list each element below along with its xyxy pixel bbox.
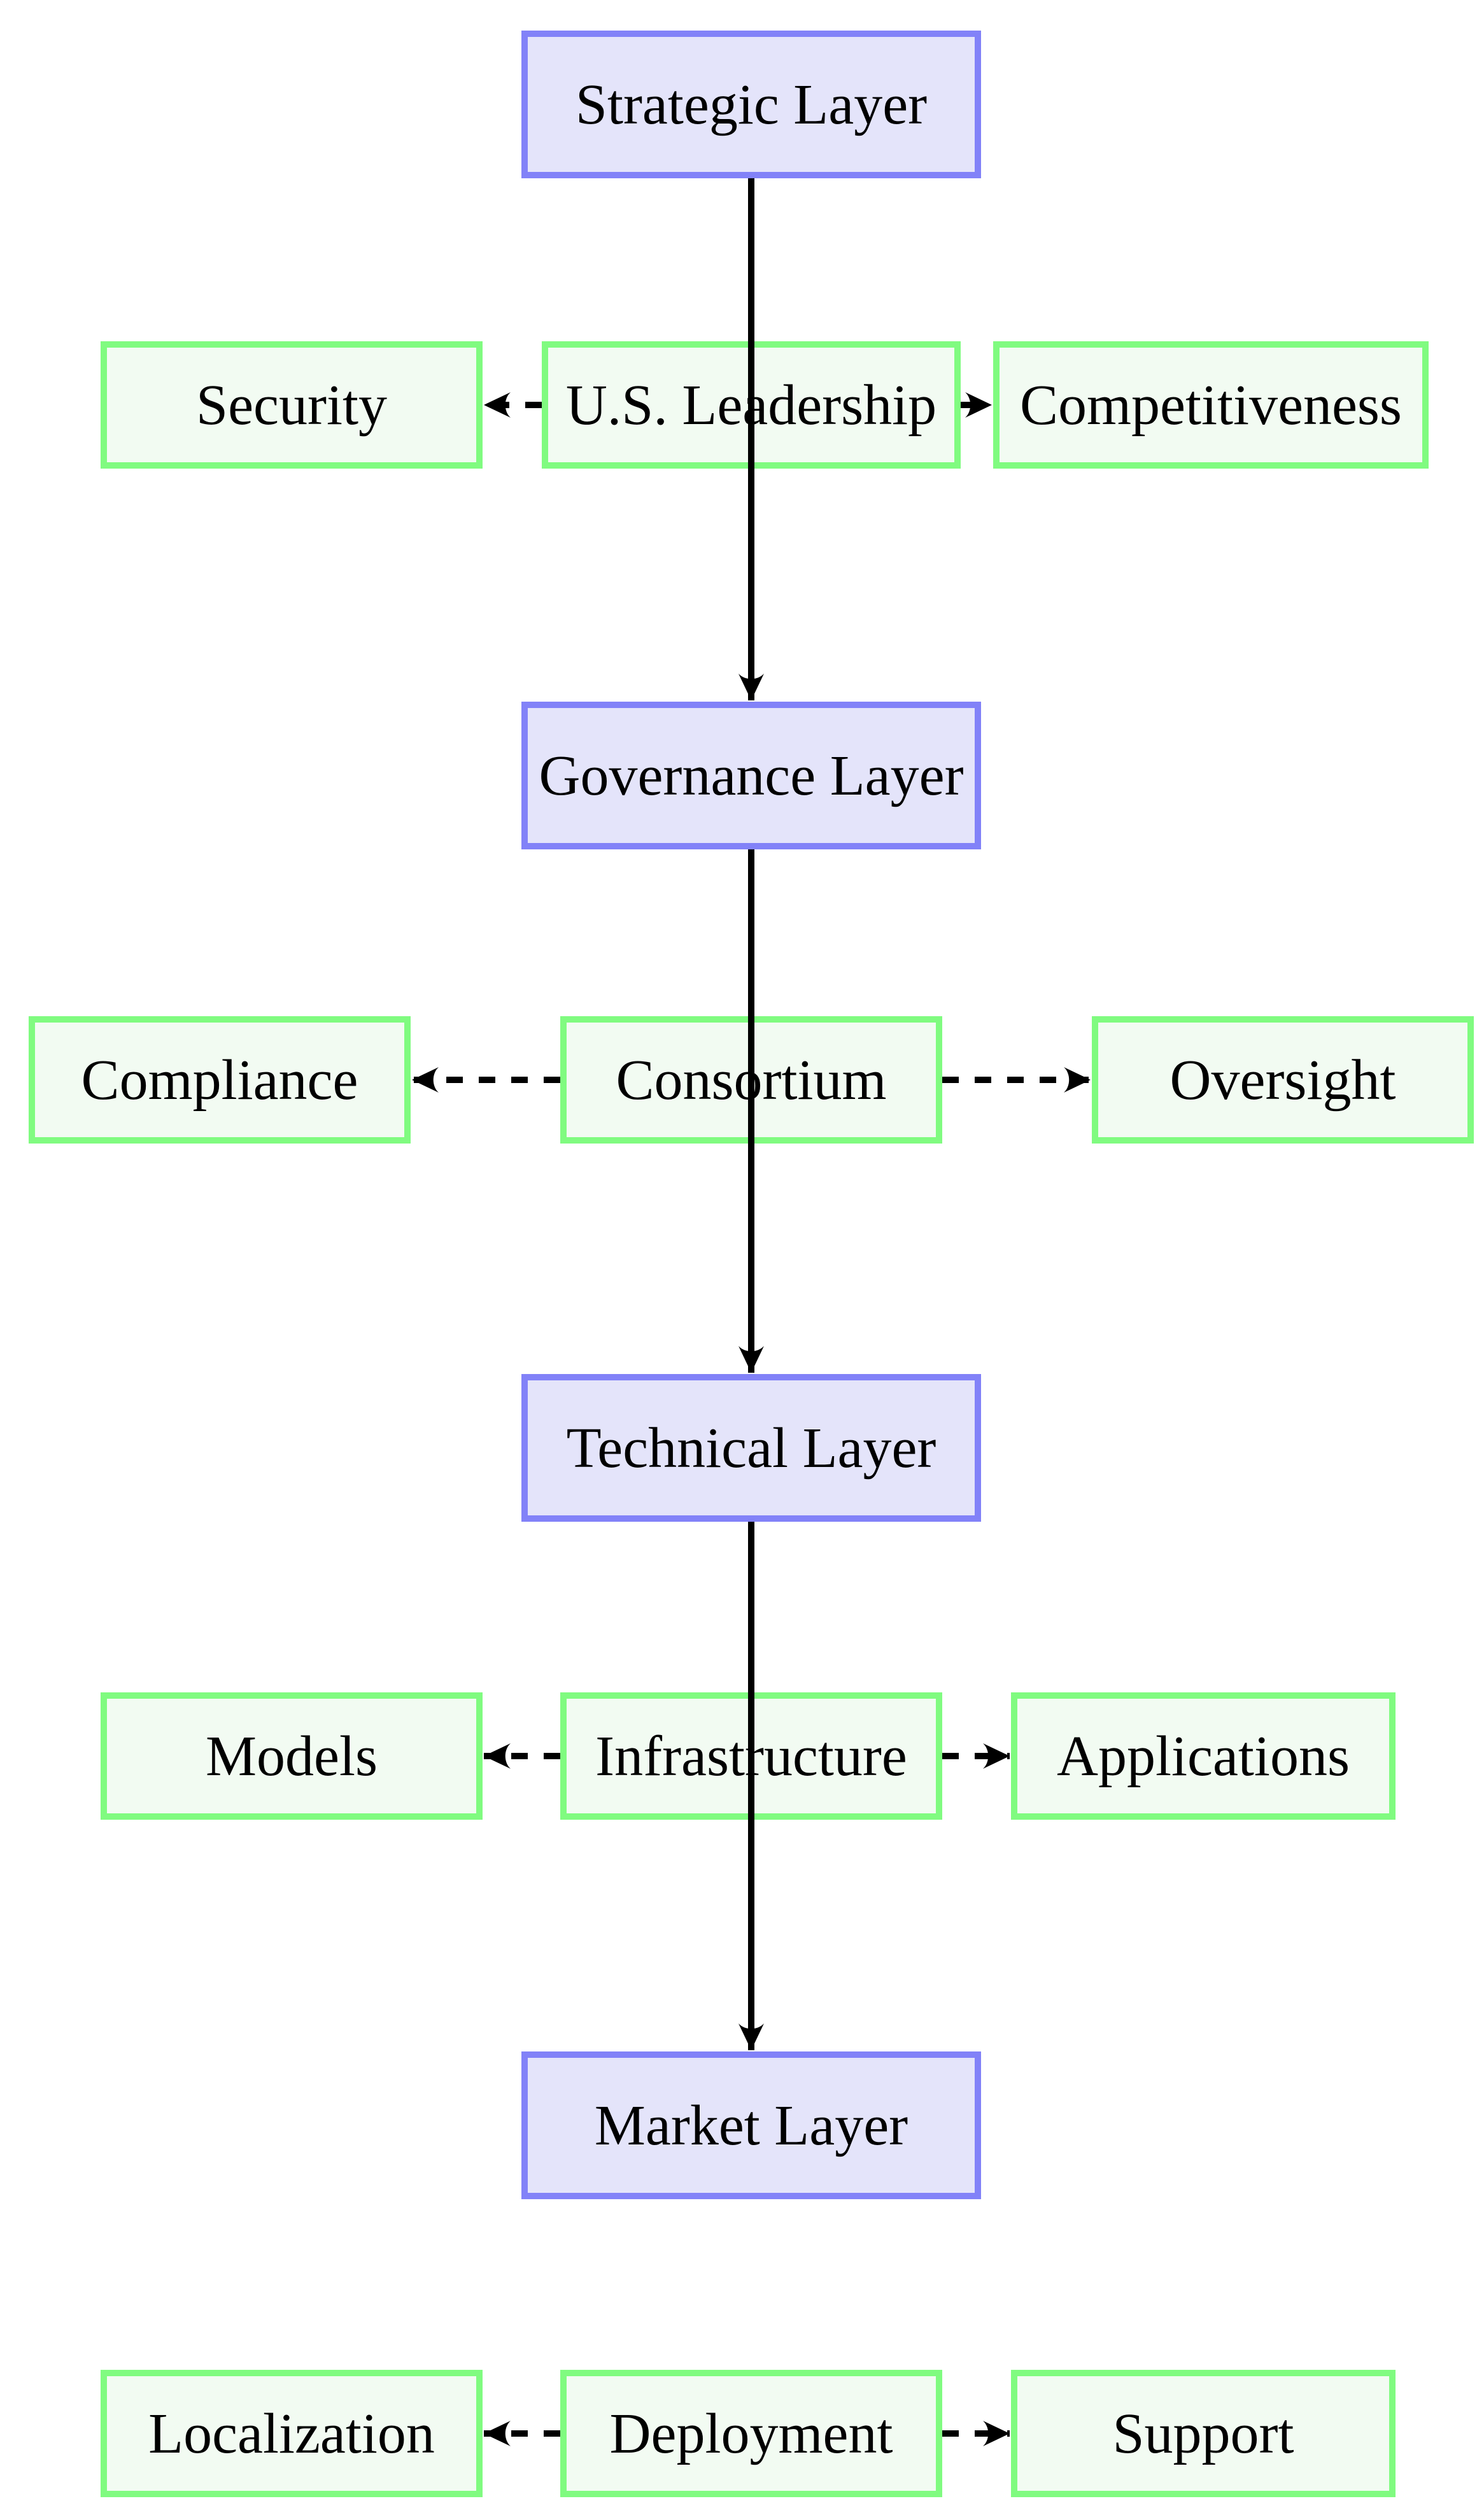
layer-box-technical: Technical Layer xyxy=(521,1374,981,1522)
node-box-models: Models xyxy=(101,1692,483,1820)
node-box-security: Security xyxy=(101,341,483,469)
node-label-consortium: Consortium xyxy=(616,1048,887,1112)
node-label-infrastructure: Infrastructure xyxy=(595,1724,907,1788)
node-box-infrastructure: Infrastructure xyxy=(560,1692,942,1820)
node-label-competitiveness: Competitiveness xyxy=(1020,373,1402,437)
node-label-oversight: Oversight xyxy=(1170,1048,1396,1112)
node-box-compliance: Compliance xyxy=(29,1016,411,1144)
node-label-support: Support xyxy=(1112,2402,1294,2465)
layer-label-governance: Governance Layer xyxy=(539,744,964,807)
node-box-oversight: Oversight xyxy=(1092,1016,1474,1144)
node-box-deployment: Deployment xyxy=(560,2370,942,2497)
node-label-localization: Localization xyxy=(148,2402,435,2465)
node-box-us-leadership: U.S. Leadership xyxy=(542,341,961,469)
layer-box-market: Market Layer xyxy=(521,2051,981,2199)
layer-label-technical: Technical Layer xyxy=(566,1416,936,1480)
node-box-competitiveness: Competitiveness xyxy=(993,341,1429,469)
node-label-compliance: Compliance xyxy=(81,1048,358,1112)
layer-box-governance: Governance Layer xyxy=(521,702,981,849)
node-label-deployment: Deployment xyxy=(609,2402,893,2465)
node-label-us-leadership: U.S. Leadership xyxy=(565,373,937,437)
node-label-models: Models xyxy=(206,1724,378,1788)
node-box-applications: Applications xyxy=(1011,1692,1396,1820)
node-label-security: Security xyxy=(196,373,387,437)
layer-label-strategic: Strategic Layer xyxy=(575,73,928,136)
node-box-consortium: Consortium xyxy=(560,1016,942,1144)
node-box-localization: Localization xyxy=(101,2370,483,2497)
node-label-applications: Applications xyxy=(1057,1724,1350,1788)
node-box-support: Support xyxy=(1011,2370,1396,2497)
layer-box-strategic: Strategic Layer xyxy=(521,31,981,178)
layer-label-market: Market Layer xyxy=(594,2093,908,2157)
